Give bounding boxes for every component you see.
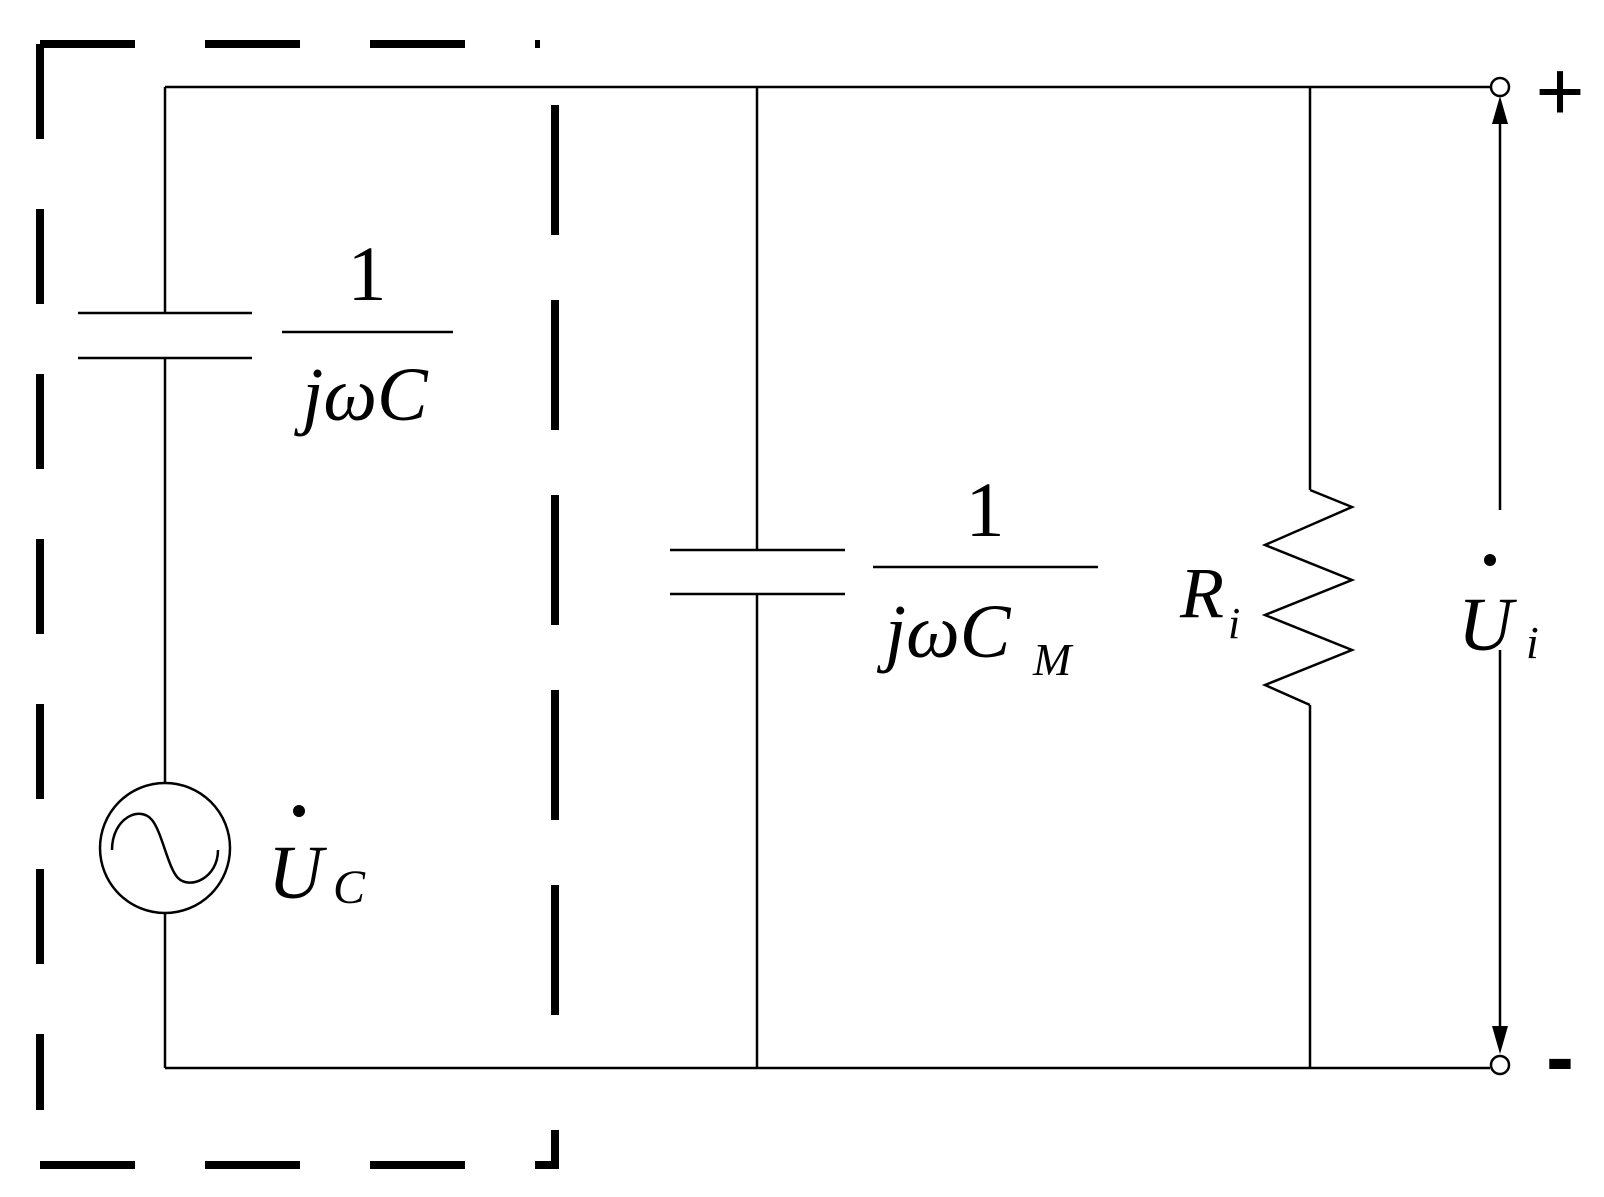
dashed-boundary (36, 40, 559, 1169)
voltage-arrow (1492, 96, 1508, 1054)
source-main: U (268, 831, 327, 915)
capacitor-c-denominator: jωC (293, 353, 429, 437)
sine-wave-icon (110, 812, 220, 884)
arrow-up-icon (1492, 96, 1508, 124)
phasor-dot-icon (1484, 554, 1496, 566)
resistor-branch (1261, 87, 1356, 1068)
capacitor-c-numerator: 1 (348, 230, 387, 317)
source-label: U C (268, 805, 366, 915)
capacitor-cm-numerator: 1 (966, 466, 1005, 553)
resistor-zigzag (1261, 488, 1356, 707)
phasor-dot-icon (293, 805, 305, 817)
terminal-minus-label: - (1546, 1010, 1574, 1104)
arrow-down-icon (1492, 1026, 1508, 1054)
left-branch (78, 87, 252, 1068)
resistor-label: R i (1179, 553, 1240, 648)
output-voltage-main: U (1458, 583, 1517, 667)
resistor-subscript: i (1228, 599, 1240, 648)
resistor-main: R (1179, 553, 1224, 633)
source-subscript: C (333, 861, 366, 914)
middle-branch (670, 87, 845, 1068)
capacitor-cm-subscript: M (1032, 634, 1074, 685)
terminal-plus-label: + (1535, 44, 1584, 138)
output-voltage-subscript: i (1526, 617, 1539, 668)
capacitor-c-label: 1 jωC (282, 230, 453, 437)
capacitor-cm-label: 1 jωC M (873, 466, 1098, 685)
capacitor-cm-denominator: jωC (876, 590, 1012, 674)
output-voltage-label: U i (1458, 554, 1539, 668)
terminal-minus-node (1489, 1054, 1511, 1076)
terminal-plus-node (1489, 76, 1511, 98)
